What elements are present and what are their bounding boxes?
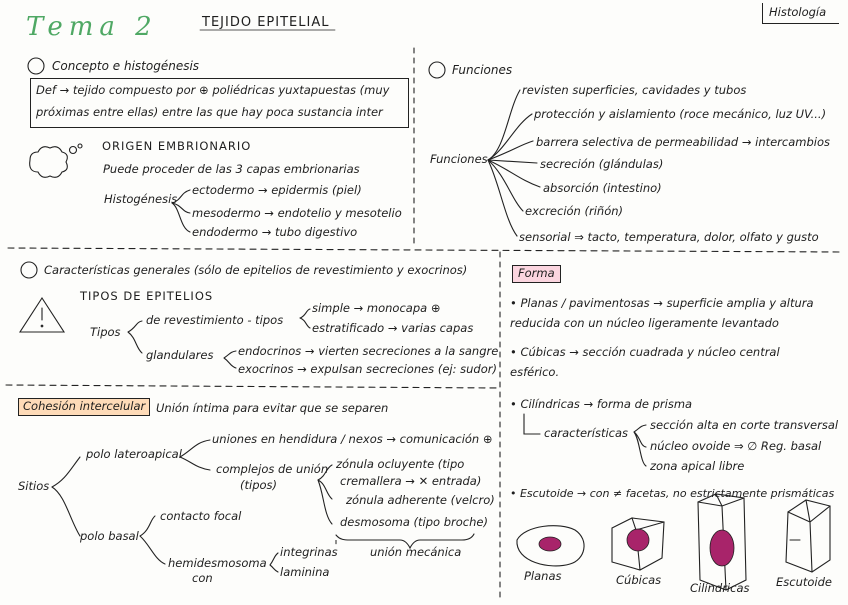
concepto-heading: Concepto e histogénesis	[52, 59, 199, 73]
number-one-circle	[28, 58, 44, 74]
number-three-circle	[21, 262, 37, 278]
zonula-ocluyente-2: cremallera → ✕ entrada)	[340, 475, 481, 489]
nucleus-columnar	[710, 530, 734, 566]
caracteristicas-heading: Características generales (sólo de epite…	[44, 264, 467, 278]
funciones-root: Funciones	[430, 153, 488, 167]
funcion-item: revisten superficies, cavidades y tubos	[522, 84, 746, 98]
forma-label: Forma	[512, 265, 561, 283]
zonula-ocluyente: zónula ocluyente (tipo	[336, 458, 464, 472]
funcion-item: excreción (riñón)	[525, 205, 623, 219]
histogenesis-item: ectodermo → epidermis (piel)	[192, 184, 362, 198]
polo-lateroapical: polo lateroapical	[86, 448, 182, 462]
caption-cubicas: Cúbicas	[616, 574, 661, 588]
tipos-title: TIPOS DE EPITELIOS	[80, 290, 213, 304]
escutoide-line: • Escutoide → con ≠ facetas, no estricta…	[510, 487, 834, 500]
funcion-item: absorción (intestino)	[543, 182, 662, 196]
cilindricas-line: • Cilíndricas → forma de prisma	[510, 398, 692, 412]
endocrinos-item: endocrinos → vierten secreciones a la sa…	[238, 345, 498, 359]
cohesion-label: Cohesión intercelular	[18, 398, 150, 416]
origen-text: Puede proceder de las 3 capas embrionari…	[103, 163, 360, 177]
complejos-union: complejos de unión	[216, 463, 328, 477]
polo-basal: polo basal	[80, 530, 139, 544]
histogenesis-item: endodermo → tubo digestivo	[192, 226, 357, 240]
cilindricas-c1: sección alta en corte transversal	[650, 419, 838, 433]
funciones-heading: Funciones	[452, 63, 512, 77]
histogenesis-item: mesodermo → endotelio y mesotelio	[192, 207, 402, 221]
cilindricas-caract: características	[544, 427, 628, 441]
glandulares-label: glandulares	[146, 349, 213, 363]
definition-line-1: Def → tejido compuesto por ⊕ poliédricas…	[36, 84, 389, 98]
nucleus-flat	[539, 537, 561, 551]
cilindricas-c3: zona apical libre	[650, 460, 744, 474]
separator-horizontal-bottom	[6, 385, 500, 388]
hemidesmosoma: hemidesmosoma	[168, 557, 267, 571]
exocrinos-item: exocrinos → expulsan secreciones (ej: su…	[238, 363, 497, 377]
estratificado-item: estratificado → varias capas	[312, 322, 473, 336]
page-title: TEJIDO EPITELIAL	[202, 15, 329, 31]
funcion-item: protección y aislamiento (roce mecánico,…	[534, 108, 826, 122]
uniones-hendidura: uniones en hendidura / nexos → comunicac…	[212, 433, 493, 447]
origen-title: ORIGEN EMBRIONARIO	[102, 140, 251, 154]
cohesion-subtitle: Unión íntima para evitar que se separen	[156, 402, 388, 416]
tipos-label: Tipos	[90, 326, 121, 340]
caption-cilindricas: Cilíndricas	[690, 582, 750, 596]
planas-line-2: reducida con un núcleo ligeramente levan…	[510, 317, 779, 331]
cloud-icon	[30, 147, 68, 178]
funcion-item: sensorial ⇒ tacto, temperatura, dolor, o…	[519, 231, 819, 245]
simple-item: simple → monocapa ⊕	[312, 302, 440, 316]
caption-planas: Planas	[524, 570, 562, 584]
union-mecanica: unión mecánica	[370, 546, 461, 560]
histogenesis-label: Histogénesis	[104, 193, 177, 207]
subject-tag: Histología	[769, 6, 826, 20]
cilindricas-c2: núcleo ovoide ⇒ ∅ Reg. basal	[650, 440, 821, 454]
cubicas-line-2: esférico.	[510, 366, 559, 380]
caption-escutoide: Escutoide	[776, 576, 832, 590]
desmosoma: desmosoma (tipo broche)	[340, 516, 488, 530]
sitios-root: Sitios	[18, 480, 49, 494]
tema-label: Tema 2	[26, 12, 158, 43]
integrinas: integrinas	[280, 546, 338, 560]
contacto-focal: contacto focal	[160, 510, 241, 524]
definition-line-2: próximas entre ellas) entre las que hay …	[36, 106, 383, 120]
number-two-circle	[429, 62, 445, 78]
nucleus-cuboidal	[627, 529, 649, 551]
funcion-item: barrera selectiva de permeabilidad → int…	[536, 136, 830, 150]
funcion-item: secreción (glándulas)	[540, 158, 663, 172]
planas-line-1: • Planas / pavimentosas → superficie amp…	[510, 297, 814, 311]
revestimiento-label: de revestimiento - tipos	[146, 314, 283, 328]
zonula-adherente: zónula adherente (velcro)	[346, 494, 495, 508]
complejos-tipos: (tipos)	[240, 479, 277, 493]
hemidesmosoma-con: con	[192, 572, 213, 586]
separator-horizontal	[8, 248, 840, 252]
laminina: laminina	[280, 566, 329, 580]
cubicas-line-1: • Cúbicas → sección cuadrada y núcleo ce…	[510, 346, 780, 360]
